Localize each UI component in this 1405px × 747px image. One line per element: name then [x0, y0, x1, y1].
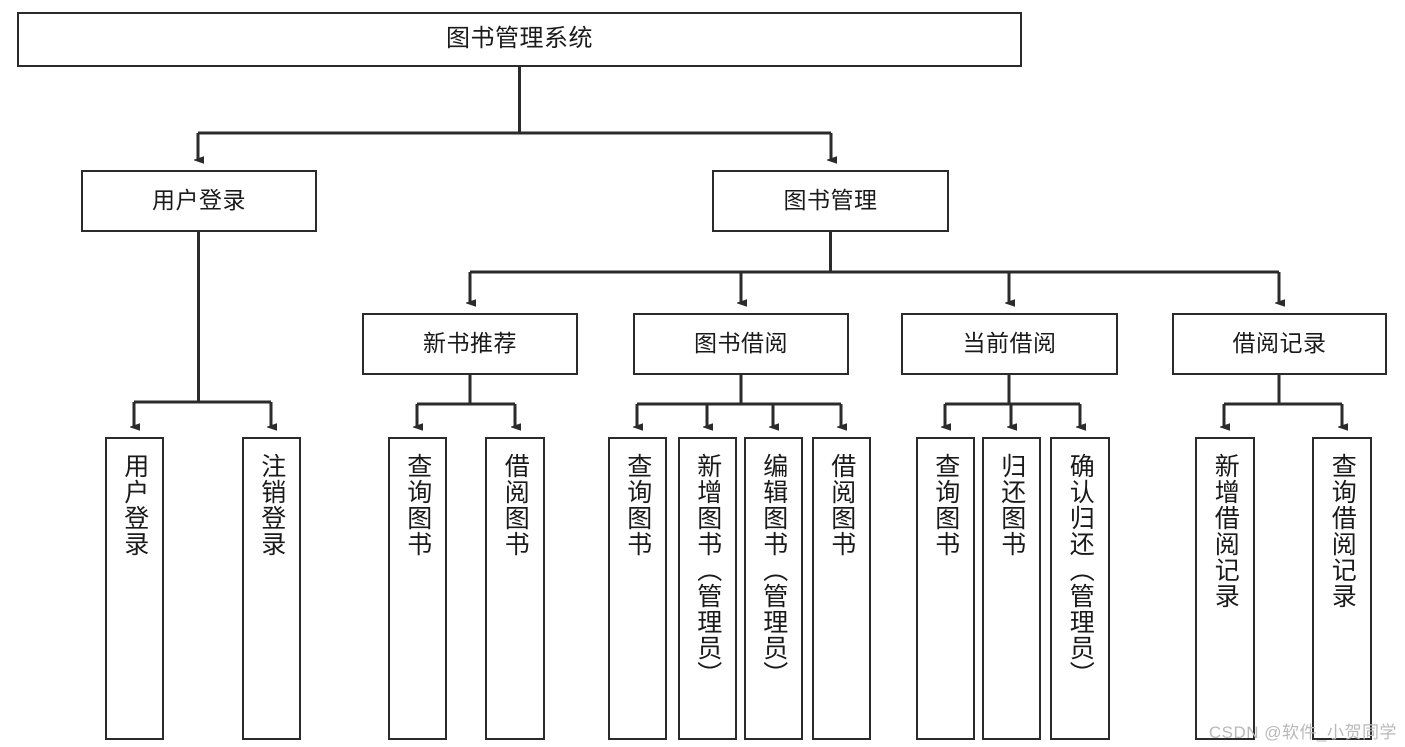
node-label: 借阅图书	[827, 453, 856, 557]
leaf-borrow-book-1[interactable]: 借阅图书	[485, 437, 545, 740]
node-book-borrow[interactable]: 图书借阅	[633, 313, 849, 375]
node-label: 新增图书（管理员）	[693, 453, 722, 687]
node-label: 新增借阅记录	[1211, 453, 1240, 609]
leaf-query-book-2[interactable]: 查询图书	[608, 437, 667, 740]
node-label: 图书管理	[783, 187, 878, 214]
node-borrow-record[interactable]: 借阅记录	[1172, 313, 1387, 375]
node-label: 注销登录	[257, 453, 286, 557]
leaf-confirm-return[interactable]: 确认归还（管理员）	[1050, 437, 1110, 740]
leaf-add-borrow-record[interactable]: 新增借阅记录	[1195, 437, 1255, 740]
leaf-return-book[interactable]: 归还图书	[982, 437, 1041, 740]
node-label: 编辑图书（管理员）	[759, 453, 788, 687]
node-user-login[interactable]: 用户登录	[81, 170, 317, 232]
node-current-borrow[interactable]: 当前借阅	[901, 313, 1118, 375]
node-new-book-recommend[interactable]: 新书推荐	[362, 313, 578, 375]
node-label: 借阅图书	[501, 453, 530, 557]
node-label: 图书借阅	[694, 330, 788, 357]
leaf-query-book-1[interactable]: 查询图书	[388, 437, 447, 740]
node-label: 当前借阅	[962, 330, 1057, 357]
node-label: 用户登录	[120, 453, 149, 557]
node-label: 查询借阅记录	[1328, 453, 1357, 609]
node-label: 查询图书	[931, 453, 960, 557]
leaf-query-borrow-record[interactable]: 查询借阅记录	[1312, 437, 1372, 740]
leaf-logout[interactable]: 注销登录	[242, 437, 301, 740]
leaf-borrow-book-2[interactable]: 借阅图书	[812, 437, 871, 740]
leaf-user-login[interactable]: 用户登录	[105, 437, 164, 740]
csdn-watermark: CSDN @软件_小贺同学	[1208, 723, 1397, 742]
node-label: 图书管理系统	[446, 25, 593, 53]
node-label: 查询图书	[623, 453, 652, 557]
node-label: 借阅记录	[1232, 330, 1327, 357]
node-label: 新书推荐	[423, 330, 517, 357]
leaf-add-book[interactable]: 新增图书（管理员）	[678, 437, 737, 740]
node-label: 确认归还（管理员）	[1066, 453, 1095, 687]
leaf-edit-book[interactable]: 编辑图书（管理员）	[744, 437, 803, 740]
node-label: 查询图书	[403, 453, 432, 557]
node-label: 归还图书	[997, 453, 1026, 557]
leaf-query-book-3[interactable]: 查询图书	[916, 437, 975, 740]
node-root-system[interactable]: 图书管理系统	[17, 12, 1022, 67]
node-book-management[interactable]: 图书管理	[712, 170, 949, 232]
node-label: 用户登录	[152, 187, 246, 214]
